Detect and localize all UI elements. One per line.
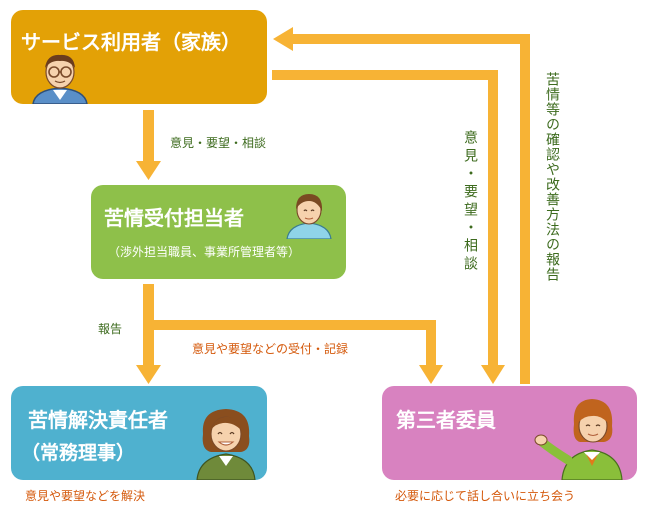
arrowhead-user-to-receiver [136,161,161,180]
woman-smiling-icon [196,409,256,480]
arrow-branch-horizontal [154,320,436,330]
label-user-to-receiver: 意見・要望・相談 [170,136,267,150]
arrow-branch-vertical [426,320,436,367]
arrow-report-vertical [520,34,530,384]
arrowhead-report-to-user [273,27,293,51]
service-user-box: サービス利用者（家族） [11,10,267,104]
third-party-committee-box: 第三者委員 [382,386,637,480]
man-with-glasses-icon [32,54,88,104]
complaint-resolver-subtitle: （常務理事） [21,442,136,464]
complaint-receiver-title: 苦情受付担当者 [104,206,244,230]
complaint-resolver-title: 苦情解決責任者 [28,408,168,432]
arrow-user-to-third-party-h [272,70,498,80]
arrowhead-branch-to-third-party [419,365,443,384]
label-report: 報告 [98,322,123,336]
third-party-committee-title: 第三者委員 [396,408,496,432]
third-party-caption: 必要に応じて話し合いに立ち会う [395,489,576,503]
resolver-caption: 意見や要望などを解決 [25,489,146,503]
label-user-to-third-party: 意見・要望・相談 [462,130,478,274]
label-third-party-to-user: 苦情等の確認や改善方法の報告 [544,72,560,282]
complaint-receiver-subtitle: （渉外担当職員、事業所管理者等） [108,245,301,259]
arrow-user-to-third-party-v [488,70,498,367]
woman-presenting-icon [534,399,623,480]
arrowhead-receiver-to-resolver [136,365,161,384]
complaint-receiver-box: 苦情受付担当者 （渉外担当職員、事業所管理者等） [91,185,346,279]
arrow-report-horizontal [290,34,530,44]
woman-receptionist-icon [286,194,332,239]
arrow-user-to-receiver [143,110,154,163]
label-reception-record: 意見や要望などの受付・記録 [192,342,349,356]
complaint-resolver-box: 苦情解決責任者 （常務理事） [11,386,267,480]
service-user-title: サービス利用者（家族） [21,30,241,54]
arrow-receiver-to-resolver [143,284,154,367]
arrowhead-user-to-third-party [481,365,505,384]
